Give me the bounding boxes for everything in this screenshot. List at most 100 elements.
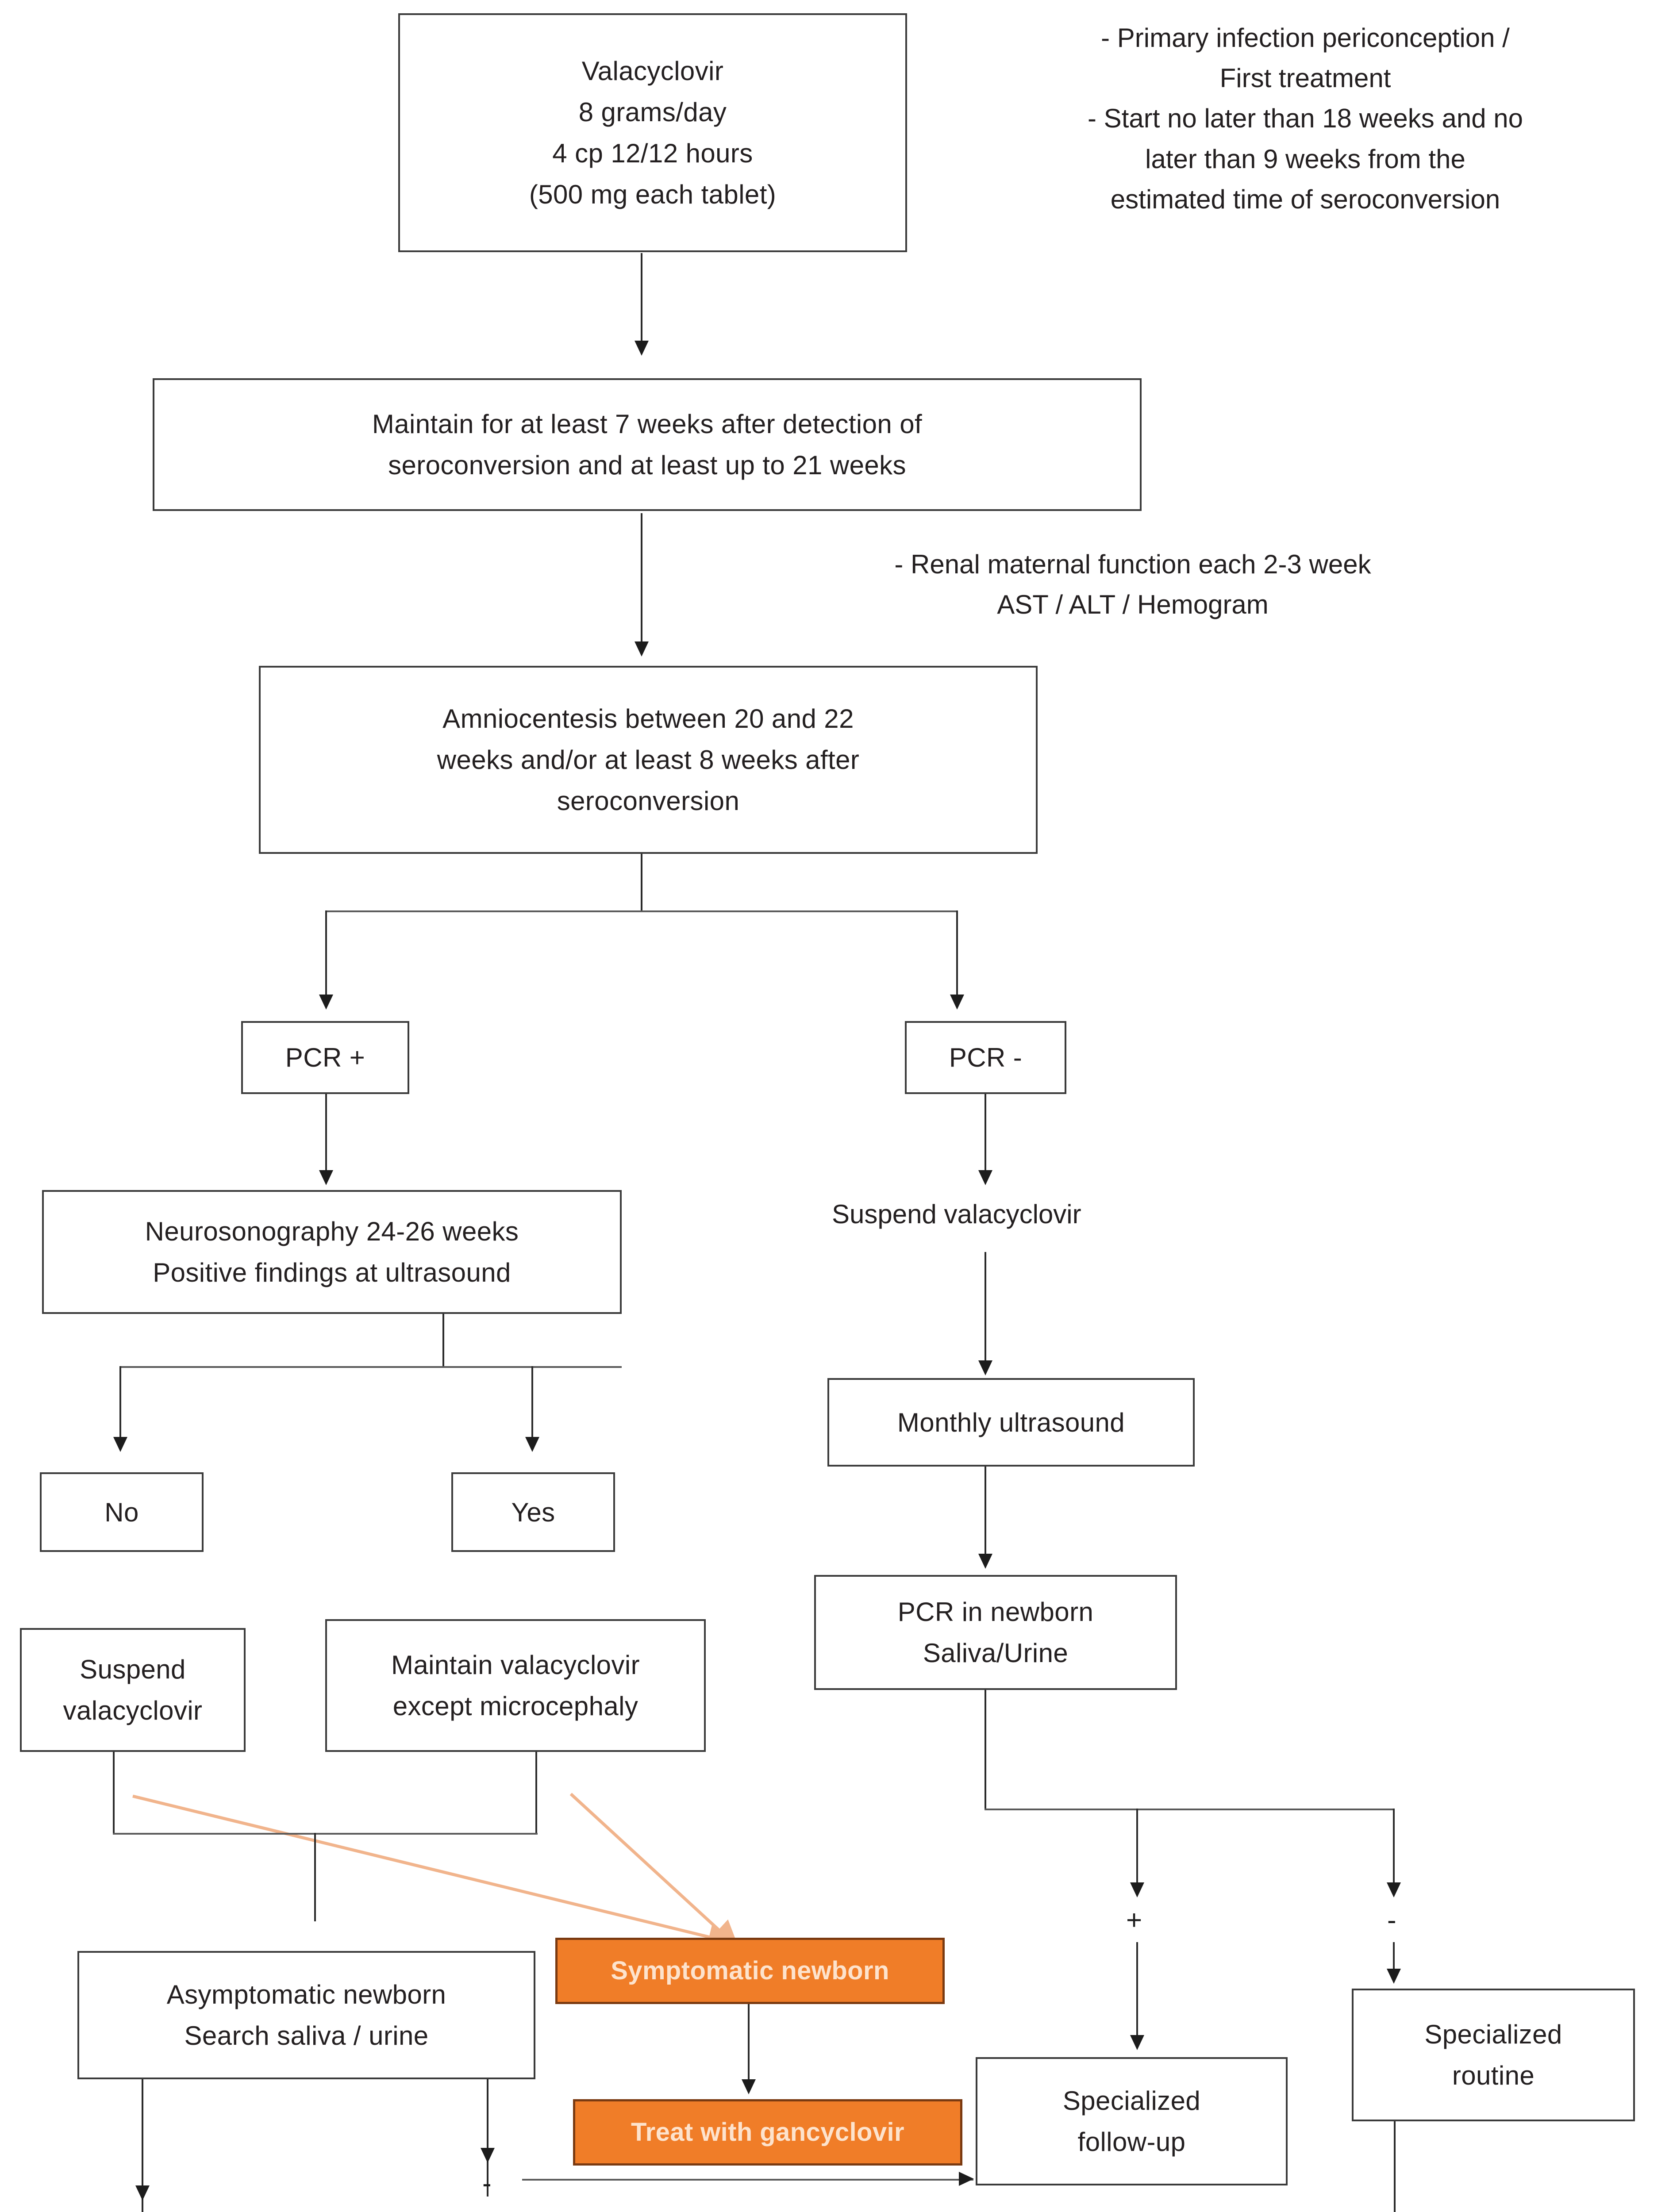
arrowhead bbox=[978, 1360, 992, 1375]
node-specialized-followup: Specialized follow-up bbox=[976, 2057, 1288, 2185]
note-line: - Start no later than 18 weeks and no bbox=[1088, 104, 1523, 134]
node-line: Specialized bbox=[1424, 2020, 1562, 2049]
node-pcr-negative: PCR - bbox=[905, 1021, 1066, 1094]
node-pcr-newborn: PCR in newborn Saliva/Urine bbox=[814, 1575, 1177, 1690]
note-line: First treatment bbox=[1219, 63, 1391, 93]
node-valacyclovir: Valacyclovir 8 grams/day 4 cp 12/12 hour… bbox=[398, 13, 907, 252]
arrowhead bbox=[978, 1170, 992, 1185]
node-symptomatic-newborn: Symptomatic newborn bbox=[555, 1938, 945, 2004]
node-line: Amniocentesis between 20 and 22 bbox=[442, 704, 854, 733]
node-line: Monthly ultrasound bbox=[897, 1407, 1125, 1437]
edge-label-newborn-negative: - bbox=[1387, 1905, 1396, 1936]
connector-suspend-to-monthly bbox=[985, 1252, 986, 1363]
connector-plus-to-followup bbox=[1136, 1942, 1138, 2046]
arrowhead bbox=[959, 2172, 974, 2186]
node-line: valacyclovir bbox=[63, 1696, 203, 1725]
note-line: - Primary infection periconception / bbox=[1101, 23, 1510, 53]
node-neurosonography: Neurosonography 24-26 weeks Positive fin… bbox=[42, 1190, 622, 1314]
node-line: Neurosonography 24-26 weeks bbox=[145, 1217, 519, 1246]
note-line: later than 9 weeks from the bbox=[1145, 144, 1465, 174]
connector-asymptomatic-minus bbox=[487, 2079, 488, 2197]
node-line: seroconversion bbox=[557, 786, 740, 816]
note-line: AST / ALT / Hemogram bbox=[997, 590, 1269, 620]
connector-pcrnewborn-minus bbox=[1393, 1809, 1395, 1886]
connector-pcrneg-to-suspend bbox=[985, 1094, 986, 1174]
node-line: Asymptomatic newborn bbox=[166, 1980, 446, 2009]
arrowhead bbox=[635, 341, 649, 356]
node-asymptomatic-newborn: Asymptomatic newborn Search saliva / uri… bbox=[77, 1951, 535, 2079]
arrowhead bbox=[113, 1437, 127, 1452]
connector-neuro-left bbox=[119, 1366, 121, 1439]
arrowhead bbox=[135, 2185, 150, 2200]
arrowhead bbox=[1387, 1882, 1401, 1897]
node-line: Maintain valacyclovir bbox=[391, 1650, 640, 1680]
connector-minus-to-followup bbox=[522, 2179, 973, 2181]
connector-suspend-down bbox=[113, 1752, 115, 1834]
connector-valacyclovir-to-maintain bbox=[641, 253, 642, 344]
node-line: Suspend valacyclovir bbox=[832, 1199, 1081, 1229]
node-line: 8 grams/day bbox=[578, 97, 727, 127]
note-line: estimated time of seroconversion bbox=[1110, 184, 1500, 214]
node-line: PCR + bbox=[285, 1043, 365, 1072]
node-line: Yes bbox=[511, 1497, 555, 1527]
node-line: Suspend bbox=[80, 1655, 186, 1684]
arrowhead bbox=[742, 2079, 756, 2094]
connector-amnio-right bbox=[956, 910, 958, 997]
connector-routine-riser bbox=[1394, 2099, 1396, 2212]
arrowhead bbox=[950, 995, 964, 1010]
connector-pcrpos-to-neuro bbox=[325, 1094, 327, 1174]
connector-maintain-down bbox=[535, 1752, 537, 1834]
arrowhead bbox=[481, 2148, 495, 2163]
node-line: PCR in newborn bbox=[897, 1597, 1094, 1627]
edge-label-asymptomatic-negative: - bbox=[482, 2168, 492, 2199]
connector-asymptomatic-plus bbox=[142, 2079, 143, 2212]
node-yes: Yes bbox=[451, 1472, 615, 1552]
note-primary-infection: - Primary infection periconception / Fir… bbox=[996, 18, 1615, 219]
node-line: Saliva/Urine bbox=[923, 1638, 1069, 1668]
connector-merge-bar bbox=[113, 1833, 538, 1835]
node-line: Positive findings at ultrasound bbox=[153, 1258, 511, 1287]
node-line: seroconversion and at least up to 21 wee… bbox=[388, 450, 906, 480]
node-pcr-positive: PCR + bbox=[241, 1021, 409, 1094]
connector-pcrnewborn-split bbox=[985, 1809, 1394, 1810]
node-line: Maintain for at least 7 weeks after dete… bbox=[372, 409, 923, 439]
connector-symptomatic-to-treat bbox=[748, 2004, 750, 2081]
node-line: Valacyclovir bbox=[581, 56, 724, 86]
arrowhead bbox=[978, 1554, 992, 1569]
arrowhead bbox=[1387, 1969, 1401, 1984]
node-line: 4 cp 12/12 hours bbox=[552, 138, 753, 168]
node-monthly-ultrasound: Monthly ultrasound bbox=[827, 1378, 1195, 1467]
note-renal-function: - Renal maternal function each 2-3 week … bbox=[819, 544, 1447, 625]
node-maintain-7-weeks: Maintain for at least 7 weeks after dete… bbox=[153, 378, 1142, 511]
note-line: - Renal maternal function each 2-3 week bbox=[894, 549, 1371, 579]
connector-maintain-to-amniocentesis bbox=[641, 513, 642, 646]
node-line: No bbox=[104, 1497, 139, 1527]
node-no: No bbox=[40, 1472, 204, 1552]
connector-amnio-left bbox=[325, 910, 327, 997]
node-line: follow-up bbox=[1077, 2127, 1186, 2157]
arrowhead bbox=[635, 641, 649, 657]
connector-neuro-split bbox=[119, 1366, 622, 1368]
connector-amnio-stem bbox=[641, 854, 642, 911]
arrowhead bbox=[525, 1437, 539, 1452]
arrowhead bbox=[1130, 2035, 1144, 2050]
node-amniocentesis: Amniocentesis between 20 and 22 weeks an… bbox=[259, 666, 1038, 854]
arrowhead bbox=[319, 1170, 333, 1185]
connector-pcrnewborn-plus bbox=[1136, 1809, 1138, 1886]
node-line: routine bbox=[1452, 2061, 1535, 2090]
connector-minus-to-routine bbox=[1393, 1942, 1395, 1978]
arrowhead bbox=[319, 995, 333, 1010]
node-line: (500 mg each tablet) bbox=[529, 180, 777, 209]
node-treat-gancyclovir: Treat with gancyclovir bbox=[573, 2099, 962, 2166]
node-line: Symptomatic newborn bbox=[611, 1956, 889, 1985]
node-maintain-valacyclovir-box: Maintain valacyclovir except microcephal… bbox=[325, 1619, 706, 1752]
node-line: Treat with gancyclovir bbox=[631, 2118, 904, 2147]
connector-neuro-right bbox=[531, 1366, 533, 1439]
node-line: except microcephaly bbox=[392, 1691, 638, 1721]
connector-monthly-to-pcrnewborn bbox=[985, 1467, 986, 1557]
connector-pcrnewborn-stem bbox=[985, 1690, 986, 1809]
arrowhead bbox=[1130, 1882, 1144, 1897]
node-suspend-valacyclovir-text: Suspend valacyclovir bbox=[832, 1194, 1081, 1234]
